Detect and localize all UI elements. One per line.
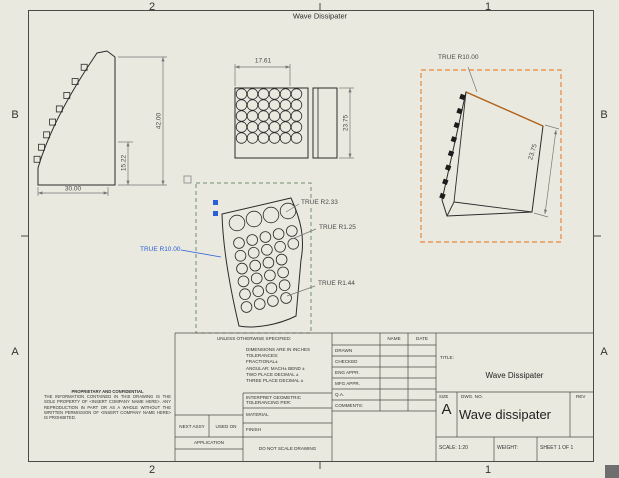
view-anchor-square <box>183 175 192 184</box>
tb-note-3: ANGULAR: MACH± BEND ± <box>246 366 305 371</box>
title-block-grid <box>174 332 593 461</box>
tb-note-4: TWO PLACE DECIMAL ± <box>246 372 299 377</box>
tb-interpret-2: TOLERANCING PER: <box>246 400 292 405</box>
window-resize-corner <box>605 465 619 478</box>
iso-view-steps <box>439 93 466 200</box>
side-view-dimension-lines <box>37 56 167 196</box>
zone-label-top-2: 2 <box>148 1 156 13</box>
tb-rev-label: REV <box>576 394 586 399</box>
tb-dwg-value: Wave dissipater <box>459 407 551 422</box>
tb-note-0: DIMENSIONS ARE IN INCHES <box>246 347 311 352</box>
selection-grip[interactable] <box>213 200 218 205</box>
tb-title-value: Wave Dissipater <box>485 371 544 380</box>
note-detail-r-big[interactable]: TRUE R2.33 <box>300 199 339 206</box>
front-view-dimension-lines <box>234 64 354 159</box>
selection-grip[interactable] <box>213 211 218 216</box>
tb-size-value: A <box>441 401 452 418</box>
note-detail-r-face-selected[interactable]: TRUE R10.00 <box>139 246 182 253</box>
tb-row-engappr: ENG APPR. <box>335 370 360 375</box>
dim-front-width[interactable]: 17.61 <box>253 57 273 65</box>
dim-front-height[interactable]: 23.75 <box>342 113 350 133</box>
side-view-steps <box>33 63 88 163</box>
zone-label-bottom-2: 2 <box>148 464 156 476</box>
tb-unless: UNLESS OTHERWISE SPECIFIED: <box>216 336 292 341</box>
dim-side-width[interactable]: 30.00 <box>63 185 83 193</box>
tb-used-on: USED ON <box>215 424 237 429</box>
zone-label-left-a: A <box>11 346 19 358</box>
tb-row-comments: COMMENTS: <box>335 403 364 408</box>
zone-label-top-1: 1 <box>484 1 492 13</box>
tb-interpret-1: INTERPRET GEOMETRIC <box>246 395 302 400</box>
front-view-holes <box>235 88 303 144</box>
tb-date-header: DATE <box>416 336 428 341</box>
sheet-title: Wave Dissipater <box>292 11 348 21</box>
note-detail-r-small[interactable]: TRUE R1.44 <box>317 280 356 287</box>
tb-scale: SCALE: 1:20 <box>439 445 468 451</box>
tb-row-drawn: DRAWN <box>335 348 353 353</box>
sheet-border <box>21 3 601 469</box>
selected-dimension-leader <box>180 249 222 258</box>
tb-weight: WEIGHT: <box>497 445 518 451</box>
tb-row-qa: Q.A. <box>335 392 345 397</box>
tb-finish: FINISH <box>246 427 262 432</box>
zone-label-right-b: B <box>600 109 608 121</box>
tb-title-label: TITLE: <box>440 355 454 360</box>
tb-do-not-scale: DO NOT SCALE DRAWING <box>258 446 317 451</box>
tb-name-header: NAME <box>387 336 401 341</box>
tb-sheet: SHEET 1 OF 1 <box>540 445 574 451</box>
tb-material: MATERIAL <box>246 412 269 417</box>
iso-dimension-lines <box>467 66 560 218</box>
detail-leader-lines <box>285 203 317 297</box>
highlighted-edge <box>465 91 544 127</box>
tb-note-5: THREE PLACE DECIMAL ± <box>246 378 304 383</box>
note-iso-radius[interactable]: TRUE R10.00 <box>437 54 480 61</box>
front-view[interactable] <box>234 64 354 159</box>
tb-note-1: TOLERANCES: <box>246 353 279 358</box>
isometric-view-selected[interactable] <box>420 66 562 243</box>
side-view[interactable] <box>33 50 167 196</box>
tb-row-mfgappr: MFG APPR. <box>335 381 361 386</box>
detail-view-holes <box>228 202 300 313</box>
tb-proprietary-body: THE INFORMATION CONTAINED IN THIS DRAWIN… <box>44 394 171 421</box>
dim-side-step[interactable]: 15.22 <box>120 153 128 173</box>
zone-label-bottom-1: 1 <box>484 464 492 476</box>
tb-note-2: FRACTIONAL± <box>246 359 278 364</box>
tb-proprietary-title: PROPRIETARY AND CONFIDENTIAL <box>71 389 144 394</box>
dim-side-height[interactable]: 42.00 <box>155 111 163 131</box>
zone-label-right-a: A <box>600 346 608 358</box>
tb-size-label: SIZE <box>439 394 449 399</box>
detail-view-selected[interactable] <box>180 175 317 334</box>
note-detail-r-inner[interactable]: TRUE R1.25 <box>318 224 357 231</box>
tb-dwg-label: DWG. NO. <box>461 394 483 399</box>
view-selection-box-orange[interactable] <box>420 69 562 243</box>
tb-application: APPLICATION <box>193 440 225 445</box>
tb-row-checked: CHECKED <box>335 359 358 364</box>
tb-proprietary-note: PROPRIETARY AND CONFIDENTIAL THE INFORMA… <box>44 389 171 420</box>
zone-label-left-b: B <box>11 109 19 121</box>
tb-next-assy: NEXT ASSY <box>179 424 205 429</box>
